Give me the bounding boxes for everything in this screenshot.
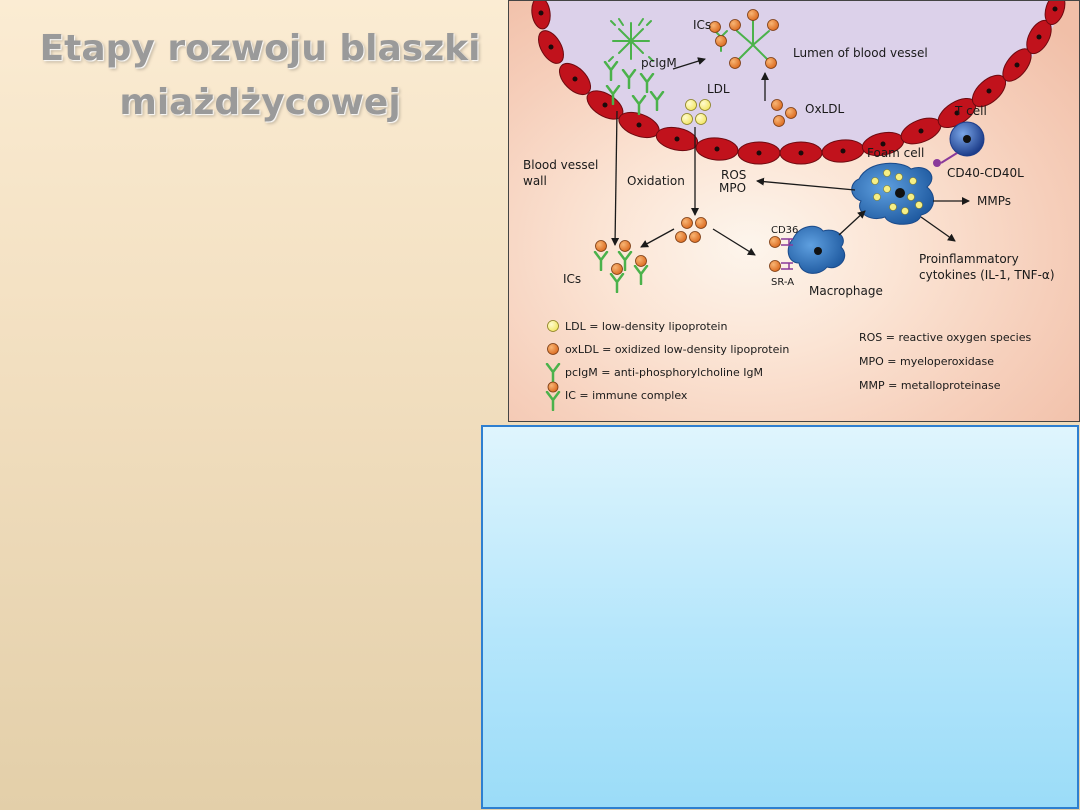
- atherosclerosis-diagram: ICs Lumen of blood vessel pcIgM LDL OxLD…: [508, 0, 1080, 422]
- pcigm-label: pcIgM: [641, 56, 677, 70]
- legend-ldl-swatch: [547, 320, 559, 332]
- mmps-label: MMPs: [977, 194, 1011, 208]
- foam-cell-label: Foam cell: [867, 146, 924, 160]
- empty-text-box: [481, 425, 1079, 809]
- immune-complexes-bottom: [593, 240, 649, 293]
- blood-vessel-wall-label-2: wall: [523, 174, 547, 188]
- legend-mmp-text: MMP = metalloproteinase: [859, 379, 1001, 392]
- proinflammatory-label-1: Proinflammatory: [919, 252, 1019, 266]
- title-line-2: miażdżycowej: [119, 82, 401, 123]
- oxldl-cluster-lumen: [771, 99, 797, 127]
- blood-vessel-wall-label-1: Blood vessel: [523, 158, 598, 172]
- ros-label: ROS: [721, 168, 746, 182]
- scavenger-receptors: [769, 236, 793, 272]
- legend-pcigm-text: pcIgM = anti-phosphorylcholine IgM: [565, 366, 763, 379]
- diagram-legend: LDL = low-density lipoprotein oxLDL = ox…: [545, 320, 1031, 411]
- diagram-svg: ICs Lumen of blood vessel pcIgM LDL OxLD…: [509, 1, 1079, 421]
- oxldl-cluster-middle: [675, 217, 707, 243]
- oxidation-label: Oxidation: [627, 174, 685, 188]
- proinflammatory-label-2: cytokines (IL-1, TNF-α): [919, 268, 1055, 282]
- pcigm-pentamer: [608, 18, 654, 62]
- t-cell-label: T cell: [954, 104, 987, 118]
- legend-ldl-text: LDL = low-density lipoprotein: [565, 320, 727, 333]
- oxldl-label: OxLDL: [805, 102, 844, 116]
- legend-oxldl-swatch: [547, 343, 559, 355]
- legend-ic-swatch: [545, 381, 561, 411]
- pathway-arrows: [611, 57, 970, 256]
- ics-top-label: ICs: [693, 18, 711, 32]
- oxldl-particles-top: [709, 9, 779, 69]
- legend-ros-text: ROS = reactive oxygen species: [859, 331, 1031, 344]
- endothelial-cell-layer: [531, 1, 1066, 165]
- ics-bottom-label: ICs: [563, 272, 581, 286]
- ldl-label: LDL: [707, 82, 730, 96]
- macrophage-cell: [787, 225, 846, 274]
- lumen-label: Lumen of blood vessel: [793, 46, 928, 60]
- macrophage-label: Macrophage: [809, 284, 883, 298]
- cd40-label: CD40-CD40L: [947, 166, 1024, 180]
- sra-label: SR-A: [771, 277, 794, 288]
- t-cell: [933, 121, 985, 167]
- legend-ic-text: IC = immune complex: [565, 389, 688, 402]
- ldl-cluster: [681, 99, 711, 125]
- vessel-lumen: [537, 1, 1065, 153]
- foam-cell: [851, 162, 935, 225]
- cd36-label: CD36: [771, 225, 798, 236]
- mpo-label: MPO: [719, 181, 746, 195]
- slide-title: Etapy rozwoju blaszki miażdżycowej: [30, 22, 490, 130]
- legend-mpo-text: MPO = myeloperoxidase: [859, 355, 994, 368]
- legend-oxldl-text: oxLDL = oxidized low-density lipoprotein: [565, 343, 789, 356]
- title-line-1: Etapy rozwoju blaszki: [39, 28, 481, 69]
